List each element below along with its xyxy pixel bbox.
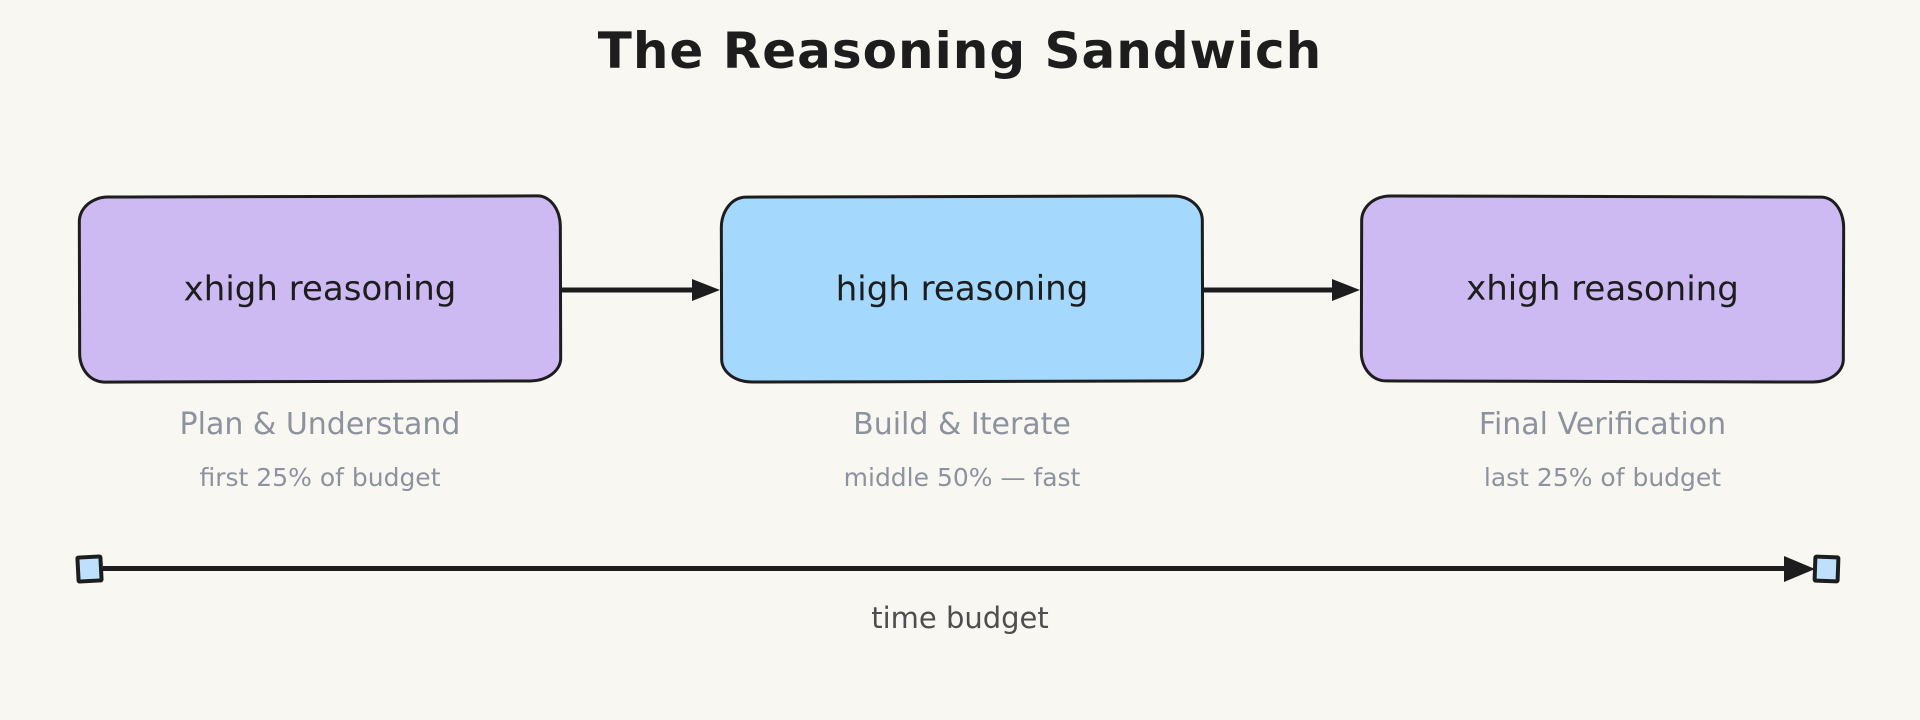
timeline-arrowhead-icon: [1784, 555, 1815, 582]
stage-build-subcaption: middle 50% — fast: [843, 463, 1081, 492]
stage-plan-caption: Plan & Understand: [179, 407, 461, 442]
timeline-start-marker: [75, 554, 104, 584]
stage-plan-box-label: xhigh reasoning: [183, 268, 457, 310]
arrow-plan-to-build-icon: [562, 276, 720, 304]
timeline-end-marker: [1812, 554, 1841, 584]
stage-verify: xhigh reasoning Final Verification last …: [1359, 194, 1846, 492]
stage-verify-box: xhigh reasoning: [1359, 194, 1846, 384]
stage-build-box: high reasoning: [719, 194, 1205, 384]
stage-plan-subcaption: first 25% of budget: [199, 463, 441, 492]
stage-verify-box-label: xhigh reasoning: [1466, 268, 1739, 310]
stage-plan: xhigh reasoning Plan & Understand first …: [77, 194, 563, 492]
timeline-track: [103, 566, 1797, 571]
diagram-title: The Reasoning Sandwich: [597, 22, 1323, 80]
stage-build: high reasoning Build & Iterate middle 50…: [719, 194, 1205, 492]
stage-plan-box: xhigh reasoning: [77, 194, 563, 384]
stage-verify-caption: Final Verification: [1478, 407, 1727, 442]
stage-build-box-label: high reasoning: [835, 268, 1089, 310]
stage-verify-subcaption: last 25% of budget: [1483, 463, 1722, 492]
stage-build-caption: Build & Iterate: [853, 407, 1071, 442]
timeline-label: time budget: [871, 601, 1049, 635]
arrow-build-to-verify-icon: [1204, 276, 1360, 304]
